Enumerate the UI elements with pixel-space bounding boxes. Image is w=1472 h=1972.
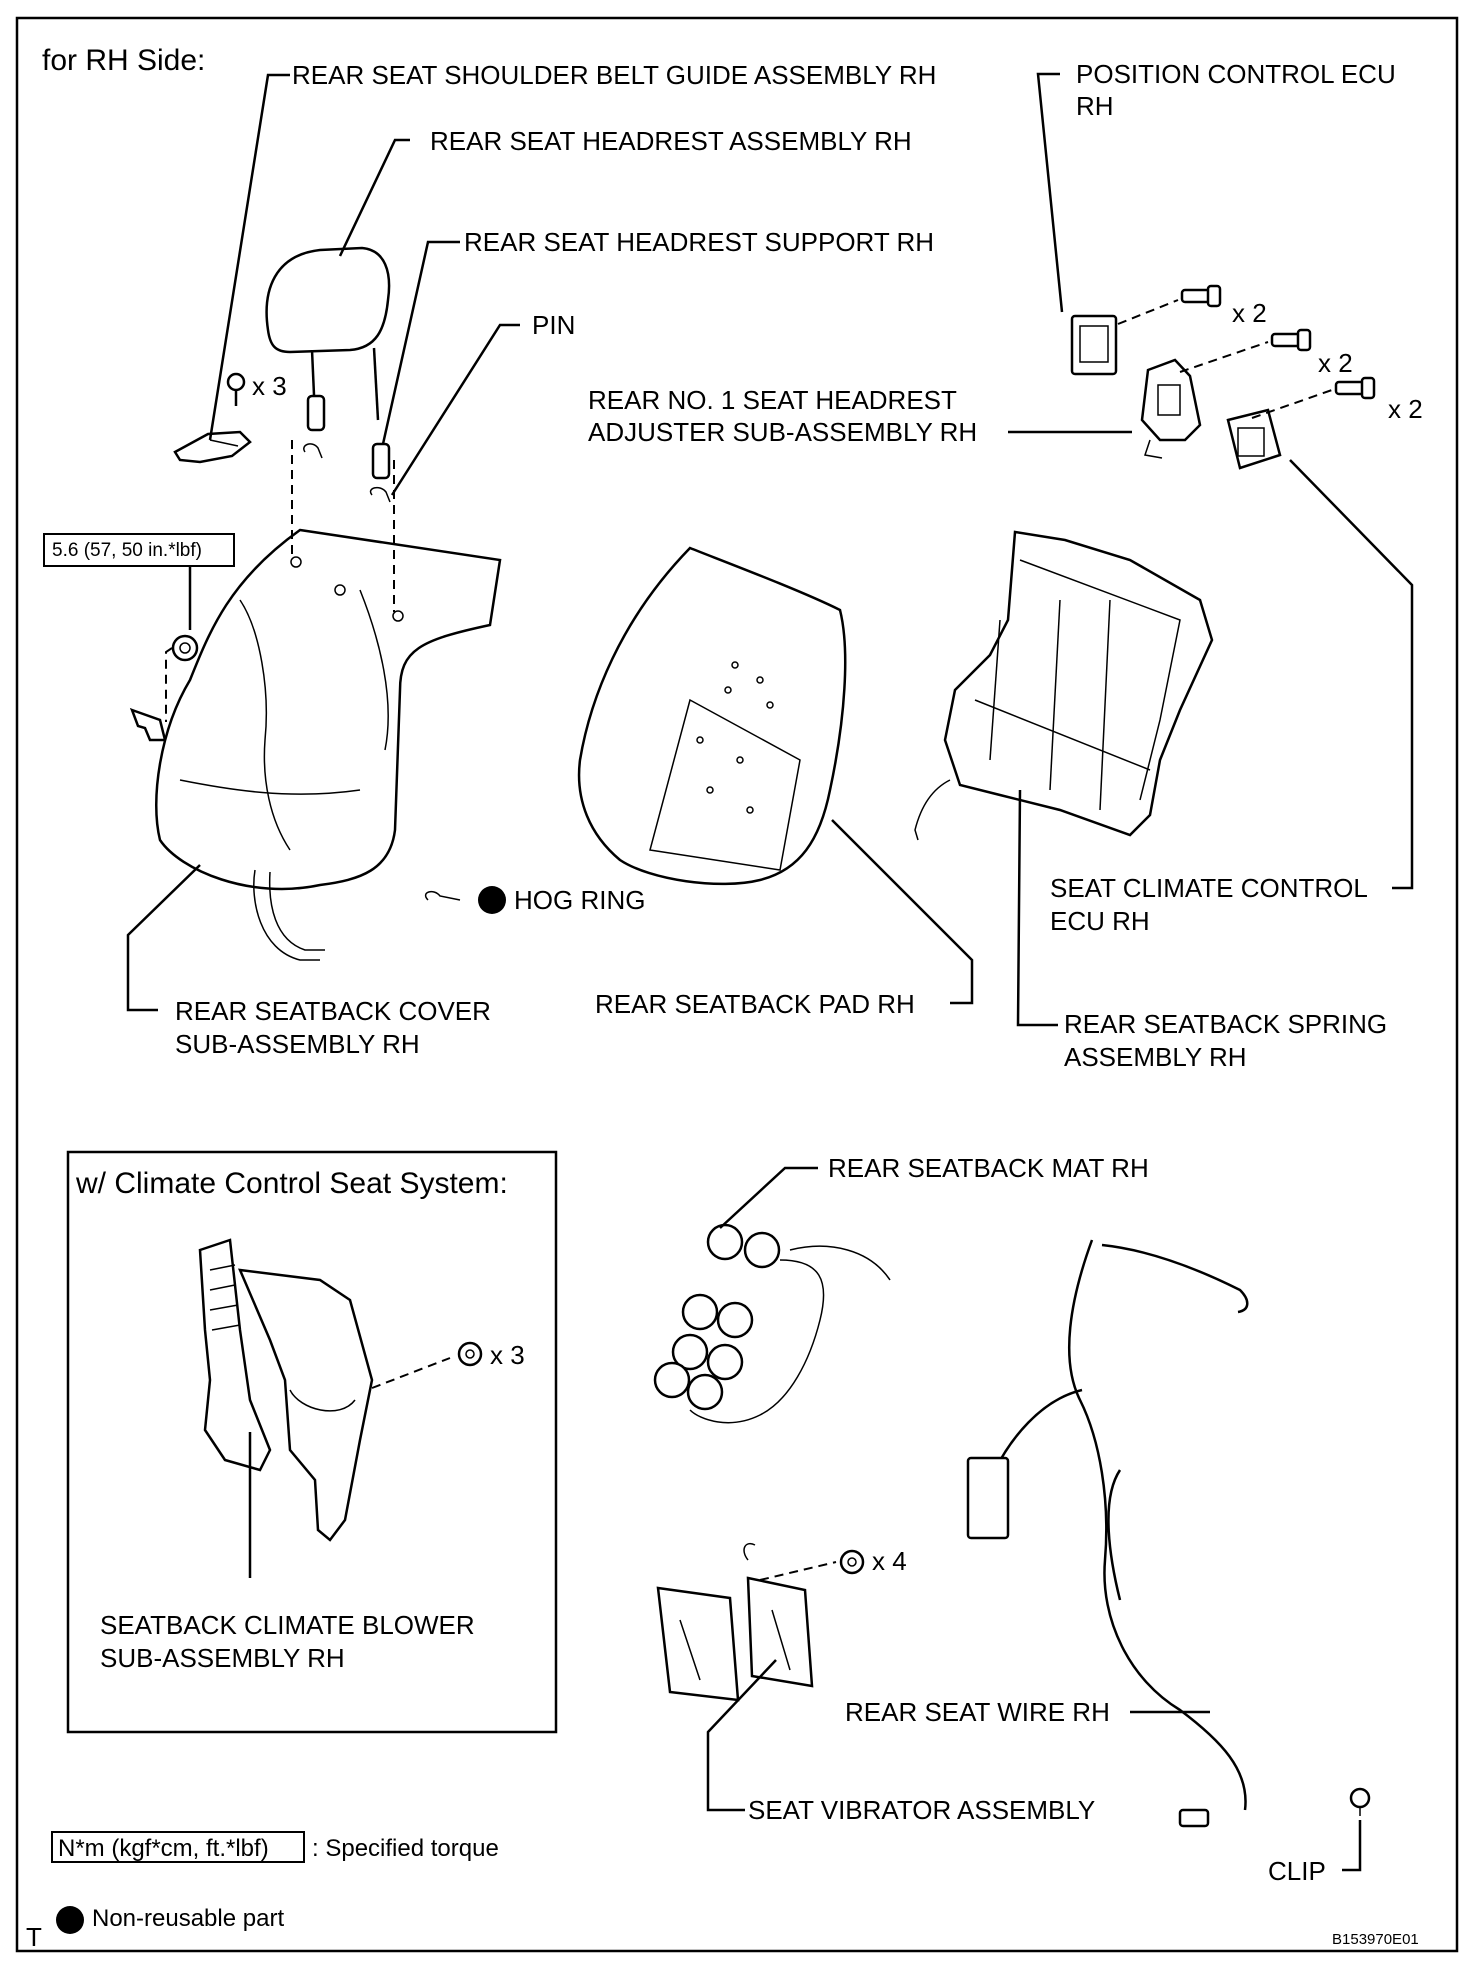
label-spring-line1: REAR SEATBACK SPRING <box>1064 1009 1387 1039</box>
nut-icon <box>171 634 199 662</box>
label-climate-ecu-line1: SEAT CLIMATE CONTROL <box>1050 873 1368 903</box>
label-headrest: REAR SEAT HEADREST ASSEMBLY RH <box>430 126 912 156</box>
label-adjuster-line2: ADJUSTER SUB-ASSEMBLY RH <box>588 417 977 447</box>
nut-icon <box>839 1549 865 1575</box>
label-headrest-support: REAR SEAT HEADREST SUPPORT RH <box>464 227 934 257</box>
qty-bolts-climate: x 2 <box>1388 394 1423 424</box>
label-cover-line2: SUB-ASSEMBLY RH <box>175 1029 420 1059</box>
label-clip: CLIP <box>1268 1856 1326 1886</box>
nut-icon <box>457 1341 483 1367</box>
label-adjuster-line1: REAR NO. 1 SEAT HEADREST <box>588 385 957 415</box>
diagram-frame <box>15 16 1459 1953</box>
qty-bolts-ecu: x 2 <box>1232 298 1267 328</box>
qty-bolts-adjuster: x 2 <box>1318 348 1353 378</box>
seatback-climate-blower-part <box>198 1238 374 1542</box>
bolt-icon <box>1180 284 1222 308</box>
legend-torque-box <box>51 1831 305 1863</box>
label-blower-line2: SUB-ASSEMBLY RH <box>100 1643 345 1673</box>
qty-nuts-vibrator: x 4 <box>872 1546 907 1576</box>
section-title: for RH Side: <box>42 44 205 77</box>
headrest-adjuster-part <box>1140 358 1202 459</box>
torque-spec-box <box>43 533 235 567</box>
bolt-icon <box>1270 328 1312 352</box>
figure-id: B153970E01 <box>1332 1931 1419 1948</box>
seat-vibrator-part <box>656 1543 814 1702</box>
label-wire: REAR SEAT WIRE RH <box>845 1697 1110 1727</box>
label-hog-ring: HOG RING <box>514 885 645 915</box>
bolt-icon <box>1334 376 1376 400</box>
label-position-ecu-line1: POSITION CONTROL ECU <box>1076 59 1396 89</box>
pin-part <box>303 443 391 503</box>
corner-letter: T <box>26 1922 42 1952</box>
label-shoulder-belt-guide: REAR SEAT SHOULDER BELT GUIDE ASSEMBLY R… <box>292 60 936 90</box>
label-blower-line1: SEATBACK CLIMATE BLOWER <box>100 1610 475 1640</box>
inset-climate-control-box <box>66 1150 558 1734</box>
legend-torque-unit: N*m (kgf*cm, ft.*lbf) <box>58 1835 269 1862</box>
label-spring-line2: ASSEMBLY RH <box>1064 1042 1247 1072</box>
seatback-mat-part <box>653 1223 891 1424</box>
label-climate-ecu-line2: ECU RH <box>1050 906 1150 936</box>
inset-title: w/ Climate Control Seat System: <box>75 1167 508 1200</box>
shoulder-belt-guide-part <box>173 430 252 464</box>
screw-icon <box>226 372 246 406</box>
qty-nuts-blower: x 3 <box>490 1340 525 1370</box>
label-position-ecu-line2: RH <box>1076 91 1114 121</box>
torque-spec: 5.6 (57, 50 in.*lbf) <box>52 540 202 561</box>
label-pad: REAR SEATBACK PAD RH <box>595 989 915 1019</box>
label-cover-line1: REAR SEATBACK COVER <box>175 996 491 1026</box>
seatback-cover-part <box>155 528 502 961</box>
legend-nonreusable-marker <box>56 1906 84 1934</box>
seatback-pad-part <box>577 546 847 886</box>
legend-nonreusable-text: Non-reusable part <box>92 1905 284 1932</box>
legend-torque-text: : Specified torque <box>312 1835 499 1862</box>
rear-seat-wire-part <box>966 1239 1249 1828</box>
seatback-spring-part <box>914 530 1214 841</box>
headrest-support-part <box>306 394 391 480</box>
qty-screws-guide: x 3 <box>252 371 287 401</box>
clip-part <box>1349 1787 1371 1816</box>
label-mat: REAR SEATBACK MAT RH <box>828 1153 1149 1183</box>
seat-climate-control-ecu-part <box>1226 408 1282 470</box>
hog-ring-nonreusable-marker <box>478 886 506 914</box>
position-control-ecu-part <box>1070 314 1118 376</box>
headrest-part <box>265 246 391 421</box>
label-vibrator: SEAT VIBRATOR ASSEMBLY <box>748 1795 1095 1825</box>
label-pin: PIN <box>532 310 575 340</box>
